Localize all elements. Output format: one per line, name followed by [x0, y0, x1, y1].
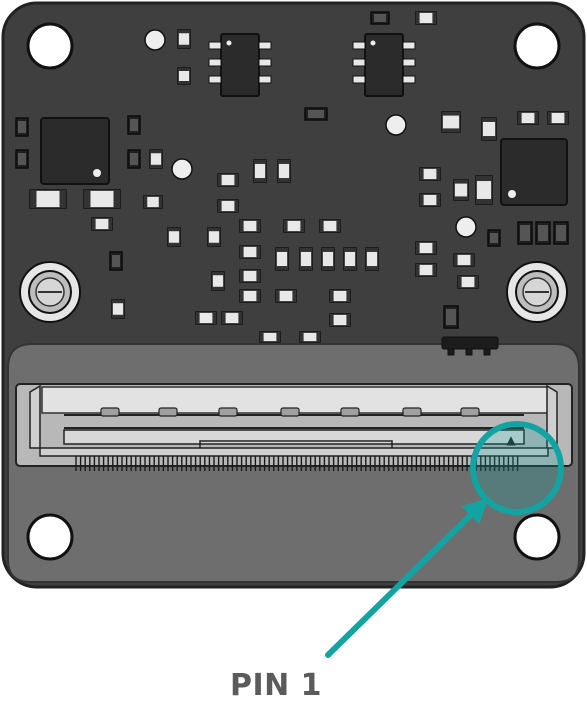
ic-chip: [500, 138, 568, 206]
ic-chip: [208, 33, 272, 97]
standoff-icon: [19, 261, 81, 323]
ic-chip: [40, 117, 110, 185]
standoff-icon: [506, 261, 568, 323]
ic-chip: [352, 33, 416, 97]
header-pins: [441, 336, 499, 356]
mounting-hole-icon: [26, 22, 74, 70]
test-points: [144, 29, 477, 238]
mounting-hole-icon: [513, 22, 561, 70]
callout-arrow-icon: [325, 497, 489, 658]
pin1-triangle-icon: ▲: [506, 433, 516, 447]
mounting-hole-icon: [26, 513, 74, 561]
pin1-highlight-circle: [470, 421, 564, 515]
pin1-callout-label: PIN 1: [229, 668, 323, 703]
fpc-connector: ▲: [15, 383, 573, 471]
passive-components: [15, 11, 569, 343]
mounting-hole-icon: [513, 513, 561, 561]
